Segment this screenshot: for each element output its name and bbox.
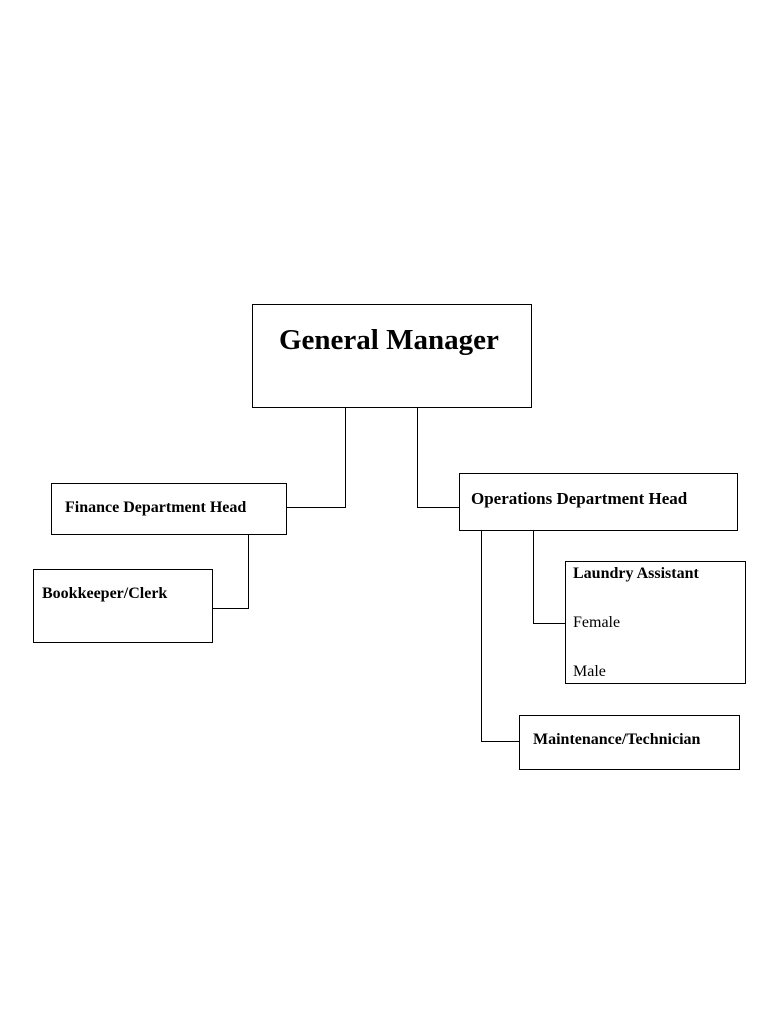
laundry-assistant-box: Laundry Assistant Female Male xyxy=(565,561,746,684)
connector-operations-laundry-horizontal xyxy=(533,623,565,624)
connector-gm-operations xyxy=(417,408,418,508)
maintenance-label: Maintenance/Technician xyxy=(533,731,701,748)
operations-head-label: Operations Department Head xyxy=(471,489,688,508)
connector-gm-finance-horizontal xyxy=(287,507,346,508)
laundry-role-male: Male xyxy=(573,663,606,680)
connector-finance-bookkeeper xyxy=(248,535,249,609)
connector-finance-bookkeeper-horizontal xyxy=(213,608,249,609)
connector-operations-maintenance-horizontal xyxy=(481,741,519,742)
operations-head-box: Operations Department Head xyxy=(459,473,738,531)
general-manager-box: General Manager xyxy=(252,304,532,408)
laundry-assistant-label: Laundry Assistant xyxy=(573,565,699,582)
maintenance-box: Maintenance/Technician xyxy=(519,715,740,770)
general-manager-label: General Manager xyxy=(279,324,499,356)
connector-operations-laundry xyxy=(533,531,534,624)
connector-gm-operations-horizontal xyxy=(417,507,459,508)
finance-head-label: Finance Department Head xyxy=(65,499,247,516)
finance-head-box: Finance Department Head xyxy=(51,483,287,535)
laundry-role-female: Female xyxy=(573,614,621,631)
connector-gm-finance xyxy=(345,408,346,508)
bookkeeper-box: Bookkeeper/Clerk xyxy=(33,569,213,643)
bookkeeper-label: Bookkeeper/Clerk xyxy=(42,585,168,602)
connector-operations-maintenance xyxy=(481,531,482,742)
